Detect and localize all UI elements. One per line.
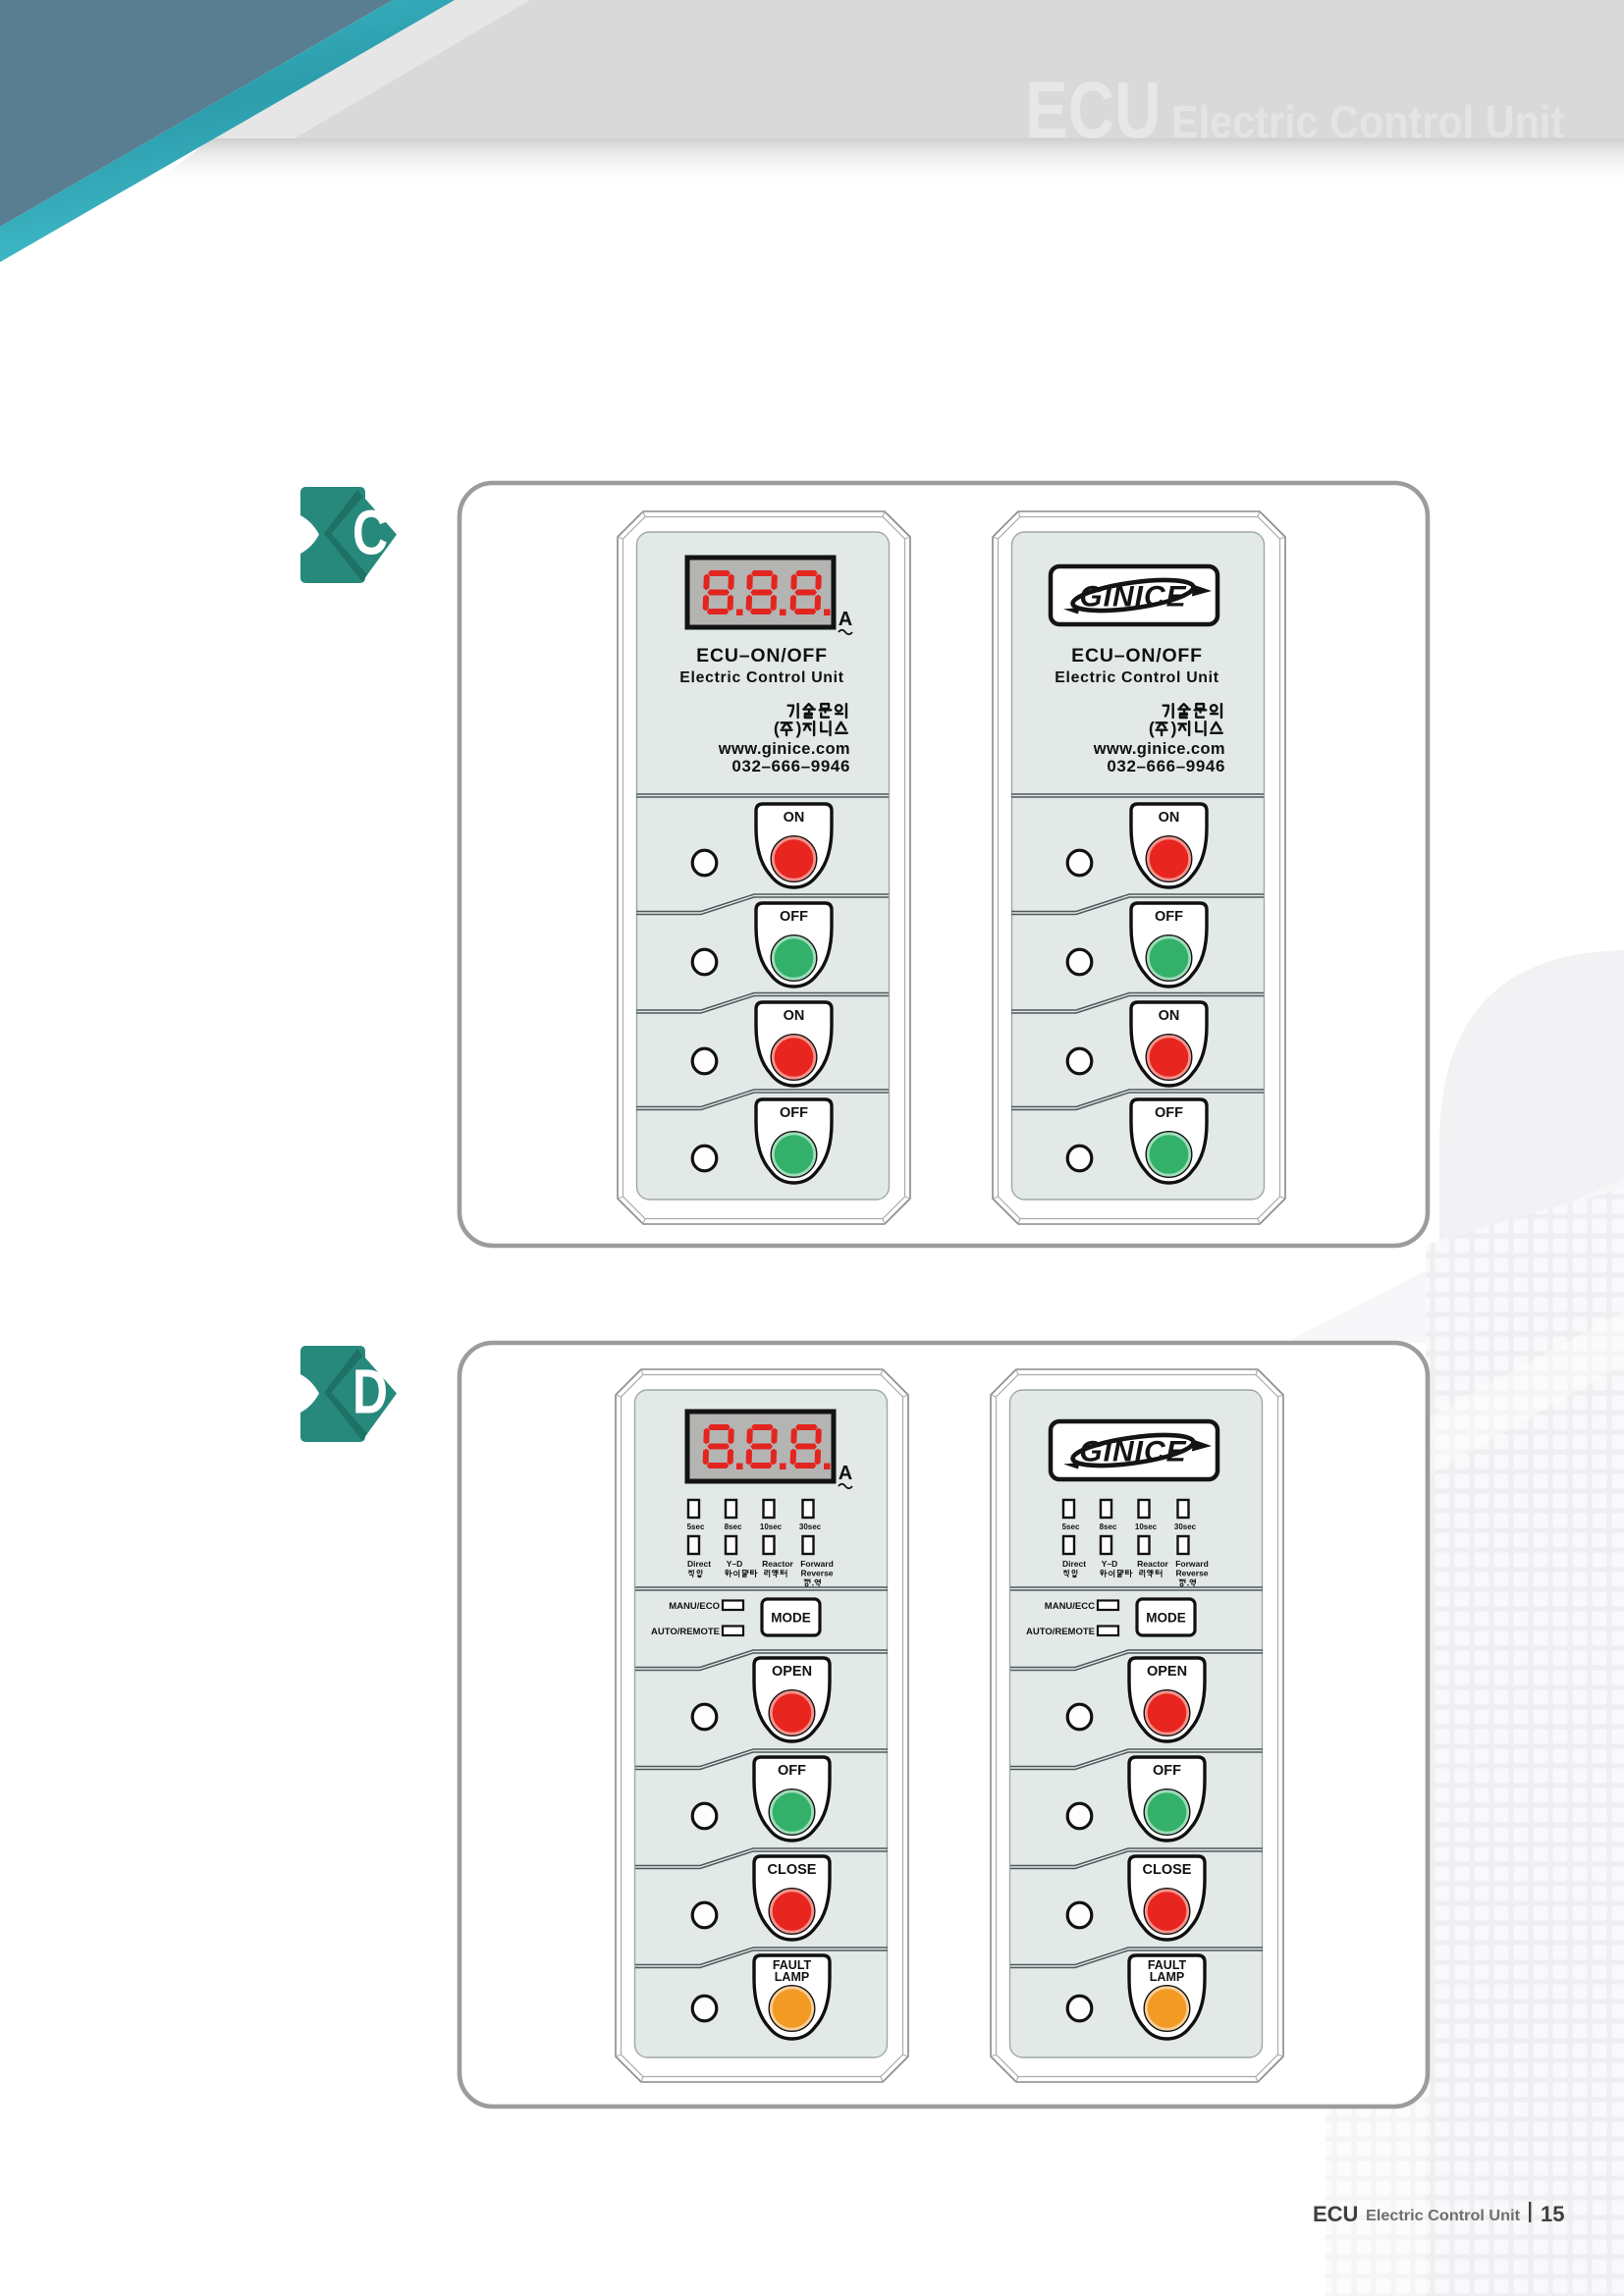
svg-text:MODE: MODE: [771, 1611, 811, 1626]
svg-text:OFF: OFF: [1155, 1105, 1183, 1121]
svg-text:A: A: [839, 1463, 852, 1484]
svg-text:30sec: 30sec: [1174, 1522, 1197, 1531]
svg-text:Forward: Forward: [800, 1559, 834, 1569]
svg-text:MANU/ECO: MANU/ECO: [669, 1601, 720, 1612]
svg-text:Electric Control Unit: Electric Control Unit: [679, 669, 843, 686]
svg-text:.: .: [1187, 1578, 1190, 1588]
svg-text:ECU–ON/OFF: ECU–ON/OFF: [1071, 645, 1203, 667]
svg-text:OFF: OFF: [1153, 1763, 1181, 1779]
svg-text:Reverse: Reverse: [1175, 1569, 1208, 1578]
svg-text:Electric Control Unit: Electric Control Unit: [1366, 2208, 1520, 2224]
svg-text:): ): [1171, 719, 1177, 738]
svg-text:GINICE: GINICE: [1079, 1436, 1186, 1468]
svg-text:15: 15: [1541, 2202, 1564, 2226]
svg-text:10sec: 10sec: [760, 1522, 783, 1531]
svg-text:Y–D: Y–D: [727, 1559, 743, 1569]
svg-text:5sec: 5sec: [687, 1522, 705, 1531]
svg-text:OPEN: OPEN: [1147, 1664, 1187, 1680]
svg-text:CLOSE: CLOSE: [768, 1862, 817, 1878]
svg-text:AUTO/REMOTE: AUTO/REMOTE: [651, 1627, 720, 1637]
svg-text:ON: ON: [1159, 810, 1180, 826]
svg-text:GINICE: GINICE: [1079, 581, 1186, 614]
svg-text:A: A: [839, 609, 852, 630]
svg-text:Reactor: Reactor: [762, 1559, 793, 1569]
svg-text:ECU–ON/OFF: ECU–ON/OFF: [696, 645, 828, 667]
svg-text:LAMP: LAMP: [1150, 1970, 1184, 1984]
svg-text:ECU: ECU: [1025, 65, 1162, 155]
svg-text:.: .: [812, 1578, 815, 1588]
svg-text:10sec: 10sec: [1135, 1522, 1158, 1531]
svg-text:OFF: OFF: [1155, 909, 1183, 925]
svg-text:(: (: [1149, 719, 1155, 738]
svg-text:FAULT: FAULT: [773, 1958, 812, 1972]
svg-text:D: D: [352, 1358, 388, 1427]
svg-text:CLOSE: CLOSE: [1143, 1862, 1192, 1878]
svg-text:Reactor: Reactor: [1137, 1559, 1168, 1569]
svg-text:LAMP: LAMP: [775, 1970, 809, 1984]
svg-text:OFF: OFF: [780, 1105, 808, 1121]
svg-text:Forward: Forward: [1175, 1559, 1209, 1569]
svg-text:Reverse: Reverse: [800, 1569, 833, 1578]
svg-text:8sec: 8sec: [725, 1522, 742, 1531]
svg-text:ON: ON: [784, 810, 805, 826]
svg-text:AUTO/REMOTE: AUTO/REMOTE: [1026, 1627, 1095, 1637]
svg-text:): ): [796, 719, 802, 738]
svg-text:Electric Control Unit: Electric Control Unit: [1171, 97, 1565, 148]
svg-text:www.ginice.com: www.ginice.com: [718, 740, 850, 758]
svg-text:Direct: Direct: [1062, 1559, 1086, 1569]
svg-text:ON: ON: [784, 1008, 805, 1024]
svg-text:C: C: [352, 499, 388, 568]
svg-text:Electric Control Unit: Electric Control Unit: [1055, 669, 1218, 686]
svg-text:30sec: 30sec: [799, 1522, 822, 1531]
svg-text:MODE: MODE: [1146, 1611, 1186, 1626]
svg-text:8sec: 8sec: [1100, 1522, 1117, 1531]
svg-text:ECU: ECU: [1313, 2202, 1358, 2226]
svg-text:(: (: [774, 719, 780, 738]
svg-text:FAULT: FAULT: [1148, 1958, 1187, 1972]
svg-text:Y–D: Y–D: [1102, 1559, 1118, 1569]
svg-text:Direct: Direct: [687, 1559, 711, 1569]
svg-text:OFF: OFF: [780, 909, 808, 925]
svg-text:OFF: OFF: [778, 1763, 806, 1779]
svg-text:OPEN: OPEN: [772, 1664, 812, 1680]
svg-text:032–666–9946: 032–666–9946: [1107, 757, 1225, 775]
svg-text:MANU/ECC: MANU/ECC: [1045, 1601, 1095, 1612]
svg-text:ON: ON: [1159, 1008, 1180, 1024]
svg-text:5sec: 5sec: [1062, 1522, 1080, 1531]
svg-text:www.ginice.com: www.ginice.com: [1093, 740, 1225, 758]
svg-text:032–666–9946: 032–666–9946: [731, 757, 850, 775]
